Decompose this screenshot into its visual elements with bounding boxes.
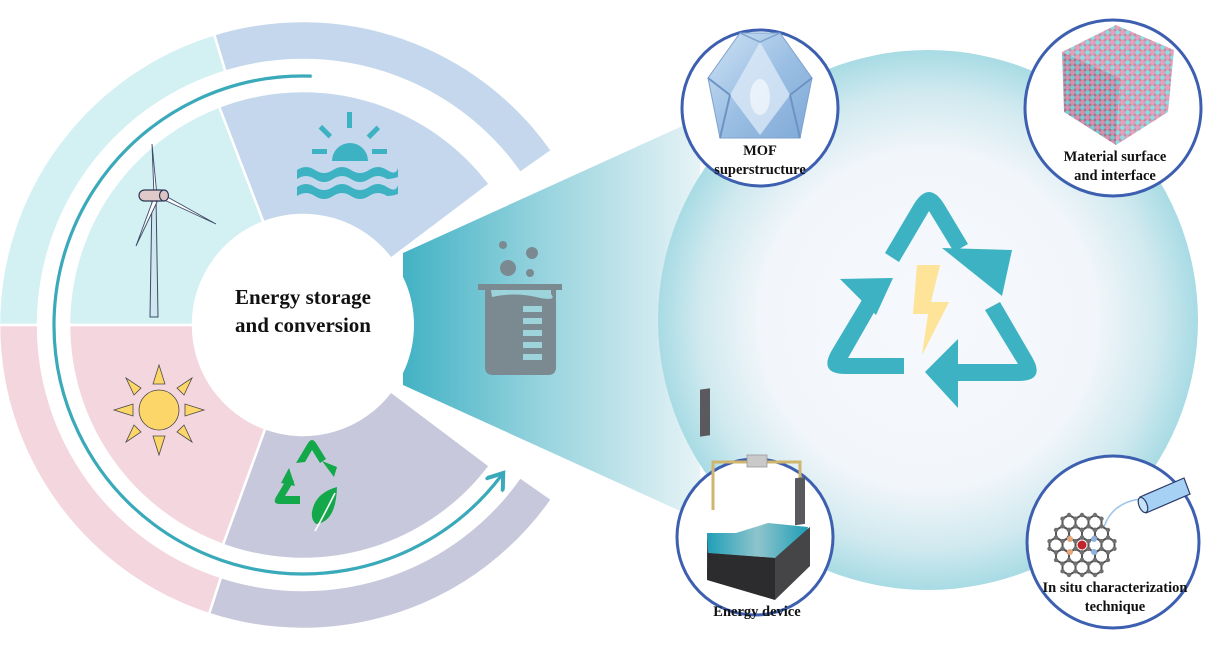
carbon-atom [1105,527,1111,533]
carbon-atom [1105,557,1111,563]
carbon-atom [1099,539,1104,544]
carbon-atom [1073,539,1078,544]
carbon-atom [1086,561,1091,566]
carbon-atom [1073,561,1078,566]
carbon-atom [1079,557,1085,563]
badge-insitu-line2: technique [1085,599,1146,615]
carbon-atom [1086,539,1091,544]
outer-segment-wind [0,32,228,327]
badge-surface-line2: and interface [1074,168,1156,184]
carbon-atom [1073,524,1078,529]
graphene-probe-icon [1047,477,1191,578]
badge-mof-line2: superstructure [714,162,806,178]
carbon-atom [1086,546,1091,551]
electrochemical-cell-icon [700,388,810,600]
sun-over-waves-icon [297,112,398,199]
badge-mof[interactable]: MOF superstructure [680,28,840,188]
sun-icon [112,363,206,457]
carbon-atom [1053,557,1059,563]
energy-ring [0,19,554,631]
flow-arrow [52,74,502,576]
carbon-atom [1079,535,1085,540]
carbon-atom [1105,550,1111,555]
carbon-atom [1092,527,1098,533]
carbon-atom [1066,557,1072,563]
carbon-atom [1099,569,1104,574]
wind-turbine-icon [135,143,217,318]
carbon-atom [1099,516,1104,521]
badge-device[interactable]: Energy device [675,388,835,620]
carbon-atom [1099,546,1104,551]
carbon-atom [1092,557,1098,563]
carbon-atom [1112,546,1117,551]
carbon-atom [1112,539,1117,544]
carbon-atom [1066,572,1072,578]
carbon-atom [1086,569,1091,574]
carbon-atom [1053,535,1059,540]
carbon-atom [1079,512,1085,518]
carbon-atom [1060,569,1065,574]
carbon-atom [1105,535,1111,540]
carbon-atom [1079,572,1085,578]
carbon-atom [1060,524,1065,529]
badge-mof-line1: MOF [743,143,777,159]
beaker-icon [478,241,562,375]
carbon-atom [1092,512,1098,518]
carbon-atom [1053,527,1059,533]
carbon-atom [1073,546,1078,551]
carbon-atom [1060,546,1065,551]
badge-device-line1: Energy device [713,604,801,620]
carbon-atom [1079,527,1085,533]
carbon-atom [1066,512,1072,518]
atomic-cube-icon [1062,25,1174,145]
carbon-atom [1053,550,1059,555]
carbon-atom [1047,539,1052,544]
outer-segment-renewable [207,475,554,631]
carbon-atom [1060,561,1065,566]
carbon-atom [1060,516,1065,521]
outer-segment-ocean [212,19,554,175]
carbon-atom [1073,569,1078,574]
center-title-line1: Energy storage [235,285,371,309]
carbon-atom [1086,516,1091,521]
badge-insitu[interactable]: In situ characterization technique [1025,454,1201,630]
badge-surface-line1: Material surface [1064,149,1167,165]
carbon-atom [1060,539,1065,544]
badge-surface[interactable]: Material surface and interface [1023,18,1203,198]
recycle-leaf-icon [274,440,337,532]
center-circle [192,214,414,436]
carbon-atom [1086,524,1091,529]
center-title-line2: and conversion [235,313,371,337]
carbon-atom [1073,516,1078,521]
badge-insitu-line1: In situ characterization [1043,580,1188,596]
carbon-atom [1099,561,1104,566]
carbon-atom [1066,527,1072,533]
mof-crystal-icon [707,32,813,139]
carbon-atom [1047,546,1052,551]
recycle-lightning-icon [827,192,1037,408]
carbon-atom [1099,524,1104,529]
carbon-atom [1079,550,1085,555]
carbon-atom [1092,572,1098,578]
